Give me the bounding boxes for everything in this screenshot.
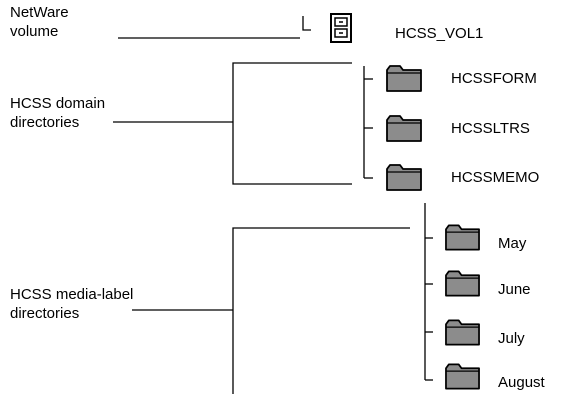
media-label-line1: HCSS media-label (10, 286, 134, 303)
media-directory-name: May (498, 235, 527, 252)
folder-icon (445, 362, 480, 395)
folder-icon (386, 64, 422, 97)
domain-directory-name: HCSSMEMO (451, 169, 540, 186)
volume-name: HCSS_VOL1 (395, 25, 484, 42)
volume-icon (330, 13, 352, 43)
netware-volume-label-line1: NetWare (10, 4, 69, 21)
folder-icon (445, 223, 480, 256)
domain-directory-name: HCSSLTRS (451, 120, 530, 137)
folder-icon (386, 114, 422, 147)
media-directory-name: August (498, 374, 545, 391)
media-label-line2: directories (10, 305, 80, 322)
domain-label-line1: HCSS domain (10, 95, 106, 112)
volume-tree-branch (302, 16, 311, 31)
domain-directories-label: HCSS domain directories (10, 94, 105, 132)
netware-volume-label-line2: volume (10, 23, 59, 40)
folder-icon (445, 269, 480, 302)
netware-volume-label: NetWare volume (10, 3, 69, 41)
domain-bracket (232, 62, 352, 185)
domain-label-line2: directories (10, 114, 80, 131)
media-bracket (232, 227, 410, 394)
folder-icon (445, 318, 480, 351)
domain-directory-name: HCSSFORM (451, 70, 537, 87)
folder-icon (386, 163, 422, 196)
media-directory-name: June (498, 281, 531, 298)
media-directory-name: July (498, 330, 525, 347)
media-label-directories-label: HCSS media-label directories (10, 285, 133, 323)
